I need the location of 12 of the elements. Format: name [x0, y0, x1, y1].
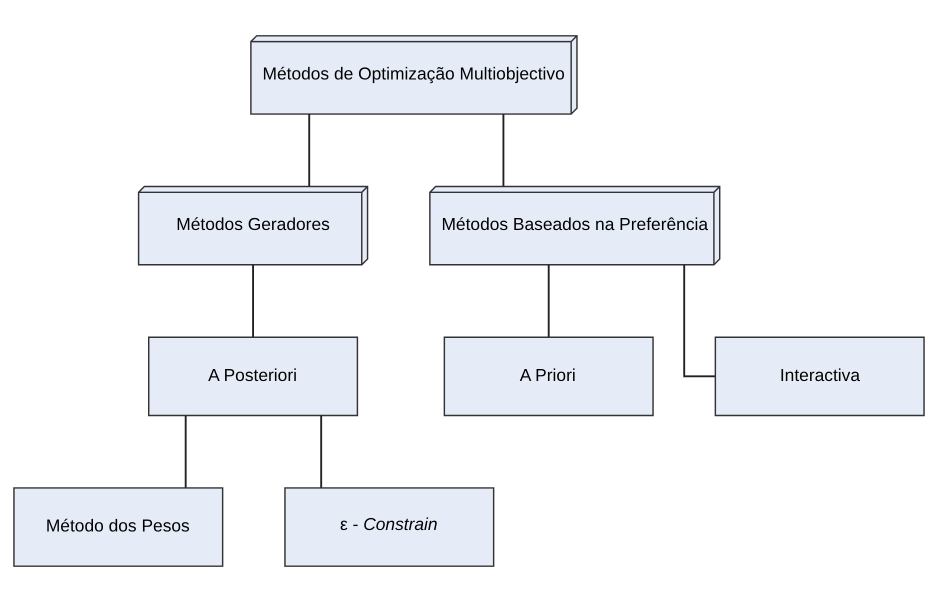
connector [683, 264, 715, 377]
node-box: Interactiva [714, 336, 925, 416]
connector [308, 114, 310, 186]
node-box: ε - Constrain [284, 486, 494, 566]
connector [502, 114, 504, 186]
connector [320, 415, 322, 488]
connector [548, 264, 550, 336]
node-box: Método dos Pesos [13, 486, 224, 566]
connector [184, 415, 187, 488]
connector [252, 264, 254, 336]
node-box: A Posteriori [148, 336, 358, 416]
node-box: A Priori [444, 336, 654, 416]
